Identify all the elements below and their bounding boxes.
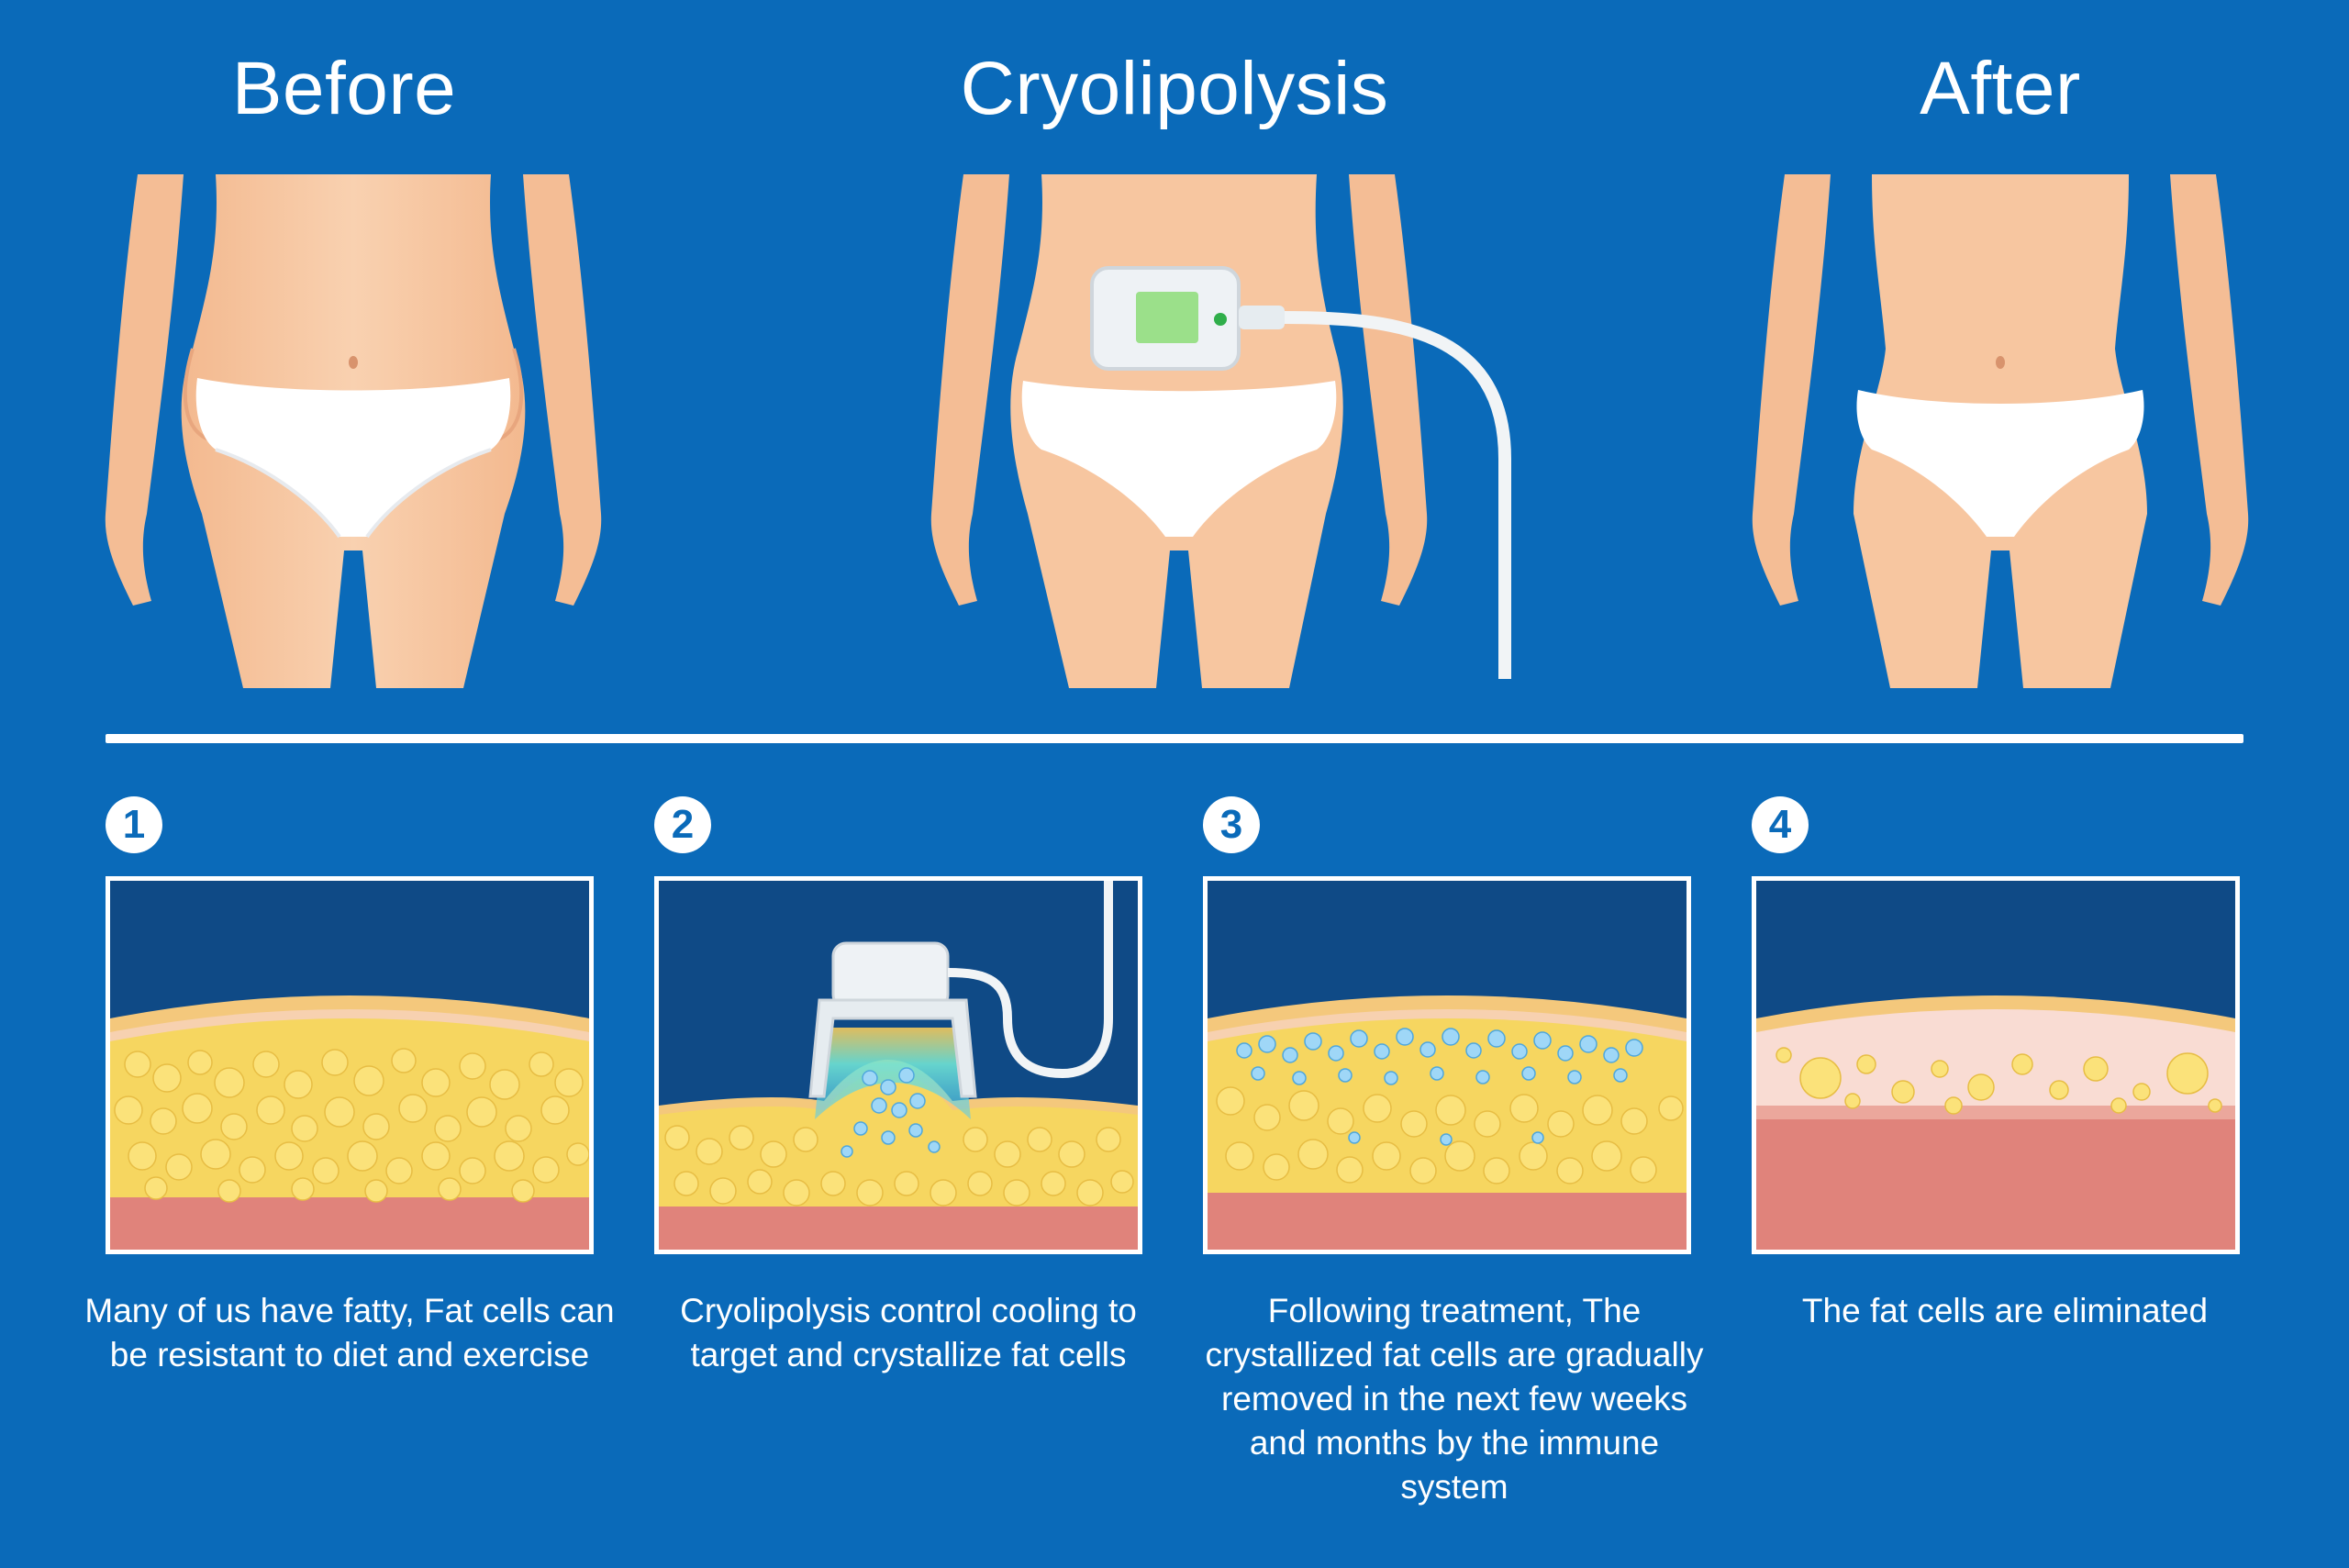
heading-after: After <box>1920 47 2081 130</box>
step-3-caption: Following treatment, The crystallized fa… <box>1205 1292 1704 1506</box>
step-4-panel <box>1752 876 2240 1254</box>
heading-before: Before <box>231 47 457 130</box>
step-4-number: 4 <box>1752 796 1809 853</box>
step-3-panel <box>1203 876 1691 1254</box>
step-1-caption: Many of us have fatty, Fat cells can be … <box>84 1292 615 1373</box>
step-1-number: 1 <box>106 796 162 853</box>
step-4-caption: The fat cells are eliminated <box>1801 1292 2209 1329</box>
figure-after <box>1743 165 2257 688</box>
step-2-number: 2 <box>654 796 711 853</box>
step-3-number: 3 <box>1203 796 1260 853</box>
heading-cryolipolysis: Cryolipolysis <box>960 47 1389 130</box>
step-1-panel <box>106 876 594 1254</box>
step-2-panel <box>654 876 1142 1254</box>
crystallized-cells <box>1236 1028 1643 1146</box>
figure-cryolipolysis <box>918 165 1542 688</box>
section-divider <box>106 734 2243 743</box>
fat-cells <box>114 1048 589 1203</box>
step-2-caption: Cryolipolysis control cooling to target … <box>680 1292 1137 1373</box>
figure-before <box>96 165 610 688</box>
remaining-fat-cells <box>1776 1047 2222 1115</box>
